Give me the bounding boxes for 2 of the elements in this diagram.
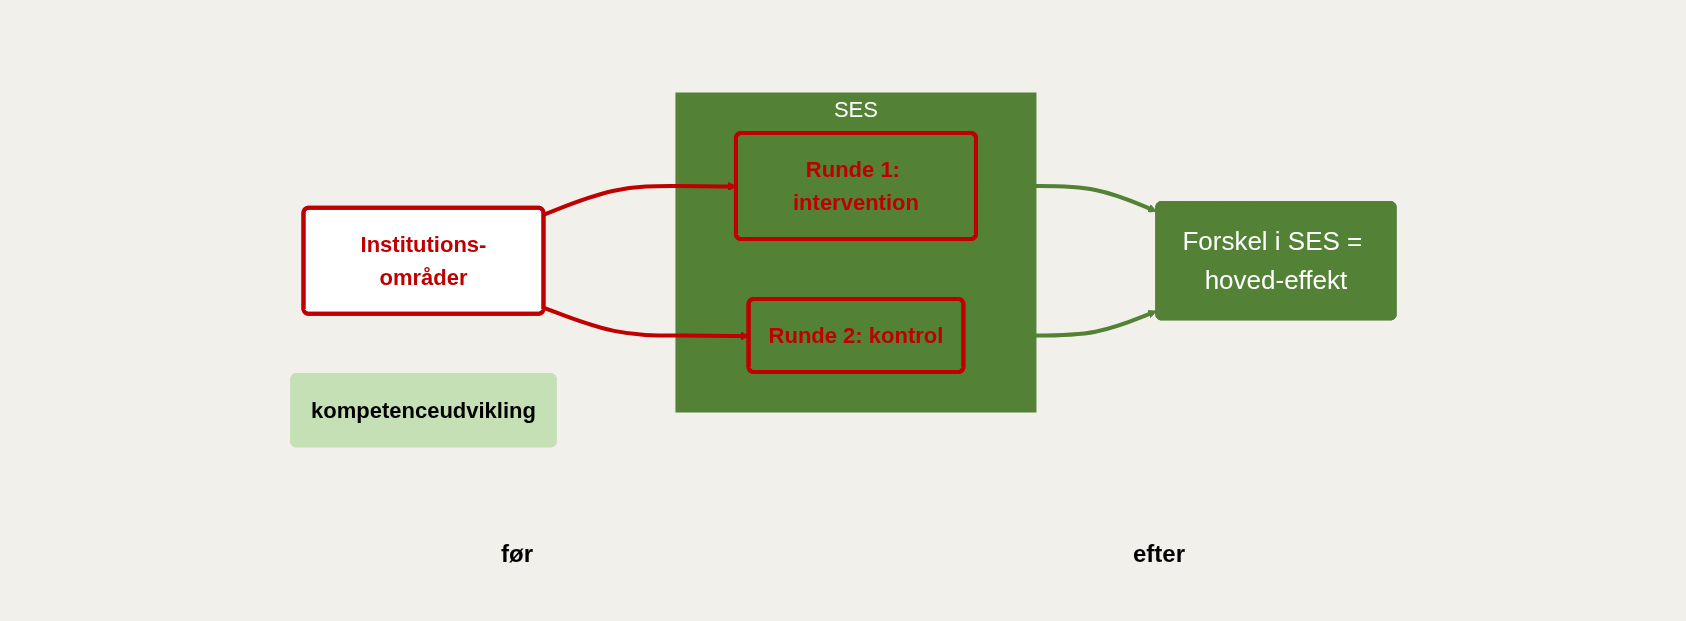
phase-label: efter	[1133, 540, 1185, 568]
phase-label: før	[501, 540, 533, 568]
